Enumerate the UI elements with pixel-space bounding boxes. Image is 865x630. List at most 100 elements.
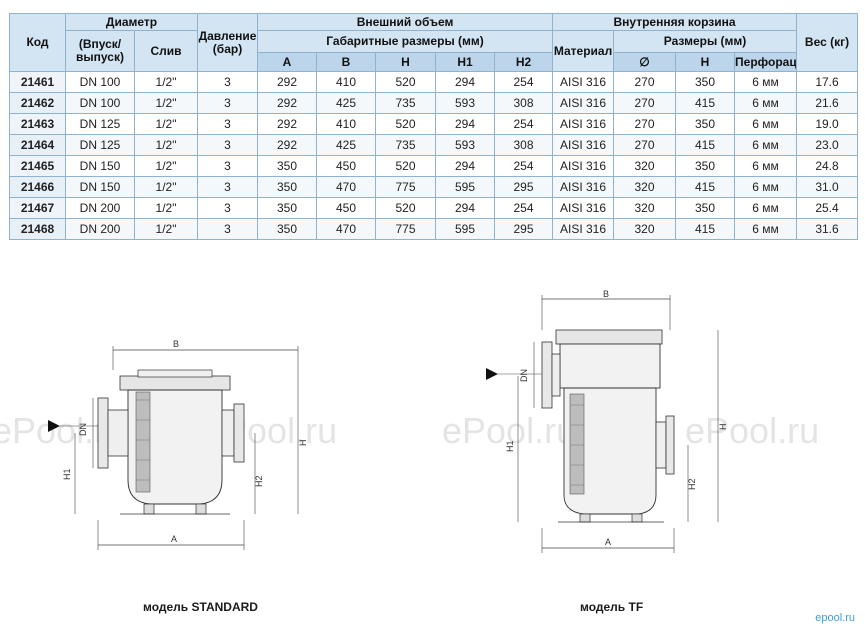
table-cell: 350 — [675, 113, 736, 135]
table-cell: 6 мм — [734, 92, 798, 114]
header-dim-h: H — [375, 52, 437, 72]
table-cell: 593 — [435, 134, 496, 156]
table-cell: 520 — [375, 197, 437, 219]
table-cell: 294 — [435, 155, 496, 177]
table-cell: 415 — [675, 92, 736, 114]
table-cell: 425 — [316, 92, 377, 114]
table-cell: 21462 — [9, 92, 66, 114]
table-cell: 292 — [257, 134, 318, 156]
dim-label-h1: H1 — [505, 440, 515, 452]
table-cell: 1/2" — [133, 113, 199, 135]
table-cell: 320 — [613, 197, 677, 219]
table-cell: 295 — [494, 218, 554, 240]
table-cell: 410 — [316, 113, 377, 135]
table-cell: DN 200 — [65, 218, 135, 240]
table-cell: 292 — [257, 92, 318, 114]
dim-label-dn: DN — [78, 423, 88, 436]
table-cell: 410 — [316, 71, 377, 93]
table-cell: 21468 — [9, 218, 66, 240]
tf-diagram: B DN H1 H2 H A — [486, 289, 728, 553]
header-outer-volume: Внешний объем — [257, 13, 554, 31]
table-cell: 294 — [435, 113, 496, 135]
table-cell: AISI 316 — [552, 176, 615, 198]
table-cell: 21467 — [9, 197, 66, 219]
table-cell: 320 — [613, 155, 677, 177]
table-cell: 3 — [197, 71, 259, 93]
table-cell: 1/2" — [133, 155, 199, 177]
table-cell: 6 мм — [734, 197, 798, 219]
table-cell: AISI 316 — [552, 113, 615, 135]
table-cell: 350 — [257, 218, 318, 240]
table-cell: 21465 — [9, 155, 66, 177]
table-cell: 415 — [675, 176, 736, 198]
table-cell: 3 — [197, 176, 259, 198]
table-cell: 295 — [494, 176, 554, 198]
header-inner-basket: Внутренняя корзина — [552, 13, 798, 31]
table-cell: 1/2" — [133, 218, 199, 240]
header-diameter: Диаметр — [64, 13, 199, 31]
dim-label-h: H — [298, 440, 308, 447]
table-cell: 270 — [613, 134, 677, 156]
table-cell: 21463 — [9, 113, 66, 135]
table-cell: DN 150 — [65, 155, 135, 177]
caption-tf: модель TF — [580, 600, 644, 614]
table-cell: 595 — [435, 218, 496, 240]
dim-label-h: H — [718, 424, 728, 431]
table-cell: AISI 316 — [552, 134, 615, 156]
dim-label-h1: H1 — [62, 468, 72, 480]
table-cell: 270 — [613, 71, 677, 93]
header-drain: Слив — [133, 30, 199, 72]
table-cell: 415 — [675, 218, 736, 240]
table-cell: 735 — [375, 134, 437, 156]
table-cell: 1/2" — [133, 92, 199, 114]
table-cell: DN 125 — [65, 134, 135, 156]
table-cell: 350 — [675, 197, 736, 219]
header-pressure: Давление (бар) — [197, 13, 259, 72]
table-cell: 19.0 — [796, 113, 859, 135]
table-cell: 350 — [675, 71, 736, 93]
header-dim-h2: H2 — [494, 52, 554, 72]
header-basket-sizes: Размеры (мм) — [613, 30, 798, 53]
table-cell: AISI 316 — [552, 155, 615, 177]
header-basket-col-1: H — [675, 52, 736, 72]
table-cell: 775 — [375, 218, 437, 240]
table-cell: 254 — [494, 113, 554, 135]
table-cell: 3 — [197, 113, 259, 135]
table-cell: 292 — [257, 113, 318, 135]
table-cell: 520 — [375, 71, 437, 93]
table-cell: 3 — [197, 197, 259, 219]
table-cell: DN 100 — [65, 71, 135, 93]
table-cell: 6 мм — [734, 71, 798, 93]
table-cell: 294 — [435, 71, 496, 93]
table-cell: 308 — [494, 92, 554, 114]
table-cell: 1/2" — [133, 197, 199, 219]
header-material: Материал — [552, 30, 615, 72]
table-cell: 6 мм — [734, 113, 798, 135]
table-cell: DN 100 — [65, 92, 135, 114]
table-cell: 775 — [375, 176, 437, 198]
table-cell: 6 мм — [734, 155, 798, 177]
header-inlet: (Впуск/ выпуск) — [65, 30, 135, 72]
table-cell: 593 — [435, 92, 496, 114]
dim-label-h2: H2 — [687, 478, 697, 490]
table-cell: 320 — [613, 176, 677, 198]
header-weight: Вес (кг) — [796, 13, 859, 72]
table-cell: 3 — [197, 92, 259, 114]
table-cell: 17.6 — [796, 71, 859, 93]
table-cell: 3 — [197, 134, 259, 156]
table-cell: DN 150 — [65, 176, 135, 198]
table-cell: 735 — [375, 92, 437, 114]
table-cell: 520 — [375, 155, 437, 177]
spec-table: Код Диаметр Давление (бар) Внешний объем… — [9, 13, 859, 240]
table-cell: 254 — [494, 155, 554, 177]
table-cell: 294 — [435, 197, 496, 219]
header-basket-col-0: ∅ — [613, 52, 677, 72]
table-cell: 450 — [316, 155, 377, 177]
table-cell: 3 — [197, 218, 259, 240]
header-basket-col-2: Перфорация — [734, 52, 798, 72]
dim-label-b: B — [173, 339, 179, 349]
table-cell: 350 — [257, 155, 318, 177]
